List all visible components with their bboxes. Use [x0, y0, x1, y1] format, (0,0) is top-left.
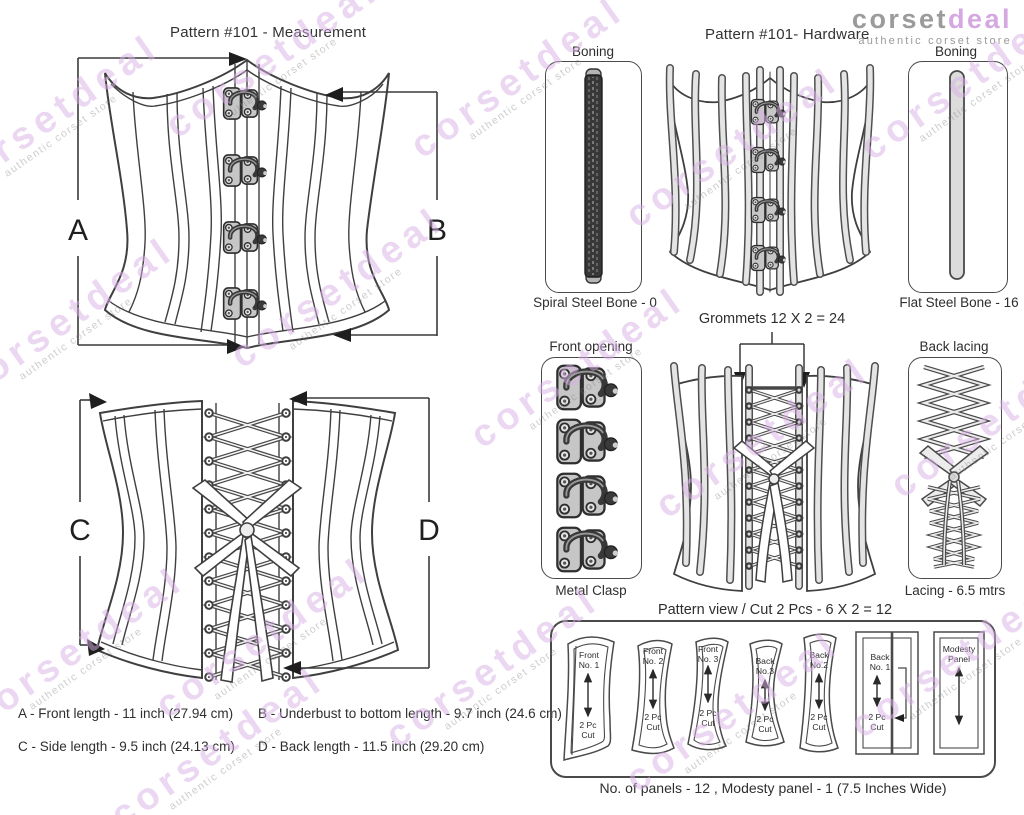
panel-7-name-2: Panel: [948, 654, 970, 664]
panel-5-cut-1: 2 Pc: [810, 712, 828, 722]
back-lacing-box: [908, 357, 1002, 579]
panel-5-name-2: No.2: [810, 660, 828, 670]
grommets: [204, 408, 291, 684]
panel-3-cut-2: Cut: [701, 718, 715, 728]
flat-bone-caption: Flat Steel Bone - 16: [899, 295, 1019, 310]
panel-7-name-1: Modesty: [943, 644, 976, 654]
panel-1-cut-2: Cut: [581, 730, 595, 740]
dimension-B: [325, 87, 438, 342]
panel-3-cut-1: 2 Pc: [699, 708, 717, 718]
panel-3-name-1: Front: [698, 644, 719, 654]
panel-2-cut-1: 2 Pc: [644, 712, 662, 722]
lacing-bow: [191, 478, 303, 683]
panel-6-cut-1: 2 Pc: [868, 712, 886, 722]
grommets-label: Grommets 12 X 2 = 24: [698, 311, 846, 327]
logo-text-corset: corset: [851, 4, 948, 34]
label-A: A: [68, 214, 88, 247]
panel-4-name-2: No.3: [756, 666, 774, 676]
corset-back-hardware-drawing: [670, 332, 879, 592]
label-B: B: [427, 214, 447, 247]
boning-left-title: Boning: [571, 44, 615, 59]
corset-back-measurement-drawing: C D: [69, 391, 440, 684]
panel-6-name-2: No. 1: [870, 662, 891, 672]
panel-6-cut-2: Cut: [870, 722, 884, 732]
dimension-A: [77, 52, 247, 354]
logo-text-deal: deal: [947, 4, 1012, 34]
panel-1-name-2: No. 1: [579, 660, 600, 670]
note-front-length: A - Front length - 11 inch (27.94 cm): [18, 706, 234, 721]
brand-logo: corsetdeal authentic corset store: [852, 6, 1012, 47]
panel-2-cut-2: Cut: [646, 722, 660, 732]
front-opening-box: [541, 357, 642, 579]
corset-front-hardware-drawing: [665, 64, 875, 296]
label-D: D: [418, 514, 440, 547]
hardware-title: Pattern #101- Hardware: [705, 26, 870, 43]
front-opening-title: Front opening: [549, 339, 633, 354]
flat-bone-box: [908, 61, 1008, 293]
spiral-bone-box: [545, 61, 642, 293]
pattern-footnote: No. of panels - 12 , Modesty panel - 1 (…: [599, 780, 947, 796]
panel-2-name-1: Front: [643, 646, 664, 656]
note-underbust-length: B - Underbust to bottom length - 9.7 inc…: [258, 706, 562, 721]
panel-4-cut-2: Cut: [758, 724, 772, 734]
pattern-view-box: [550, 620, 996, 778]
back-lacing-title: Back lacing: [919, 339, 989, 354]
spiral-steel-bone-drawing: [584, 68, 603, 284]
measurement-title: Pattern #101 - Measurement: [170, 24, 367, 41]
panel-1-cut-1: 2 Pc: [579, 720, 597, 730]
panel-1-name-1: Front: [579, 650, 600, 660]
metal-clasps-drawing: [541, 357, 640, 577]
note-side-length: C - Side length - 9.5 inch (24.13 cm): [18, 739, 235, 754]
lacing-caption: Lacing - 6.5 mtrs: [904, 583, 1006, 598]
boning-right-title: Boning: [934, 44, 978, 59]
lacing-bow-hardware: [732, 440, 816, 583]
dimension-C: [79, 393, 107, 656]
dimension-D: [283, 391, 430, 675]
panel-3-name-2: No. 3: [698, 654, 719, 664]
panel-5-cut-2: Cut: [812, 722, 826, 732]
panel-2-name-2: No. 2: [643, 656, 664, 666]
pattern-pieces-drawing: Front No. 1 2 Pc Cut Front No. 2 2 Pc Cu…: [563, 631, 985, 762]
metal-clasp-caption: Metal Clasp: [555, 583, 627, 598]
logo-tagline: authentic corset store: [858, 35, 1012, 47]
pattern-view-title: Pattern view / Cut 2 Pcs - 6 X 2 = 12: [657, 602, 893, 618]
spiral-bone-caption: Spiral Steel Bone - 0: [533, 295, 657, 310]
panel-6-name-1: Back: [870, 652, 890, 662]
panel-4-name-1: Back: [755, 656, 775, 666]
label-C: C: [69, 514, 91, 547]
panel-4-cut-1: 2 Pc: [756, 714, 774, 724]
flat-steel-bone-drawing: [949, 70, 965, 280]
panel-5-name-1: Back: [809, 650, 829, 660]
grommets-hardware: [745, 386, 803, 571]
corset-front-measurement-drawing: A B: [68, 52, 447, 354]
back-lacing-drawing: [916, 364, 992, 569]
note-back-length: D - Back length - 11.5 inch (29.20 cm): [258, 739, 485, 754]
